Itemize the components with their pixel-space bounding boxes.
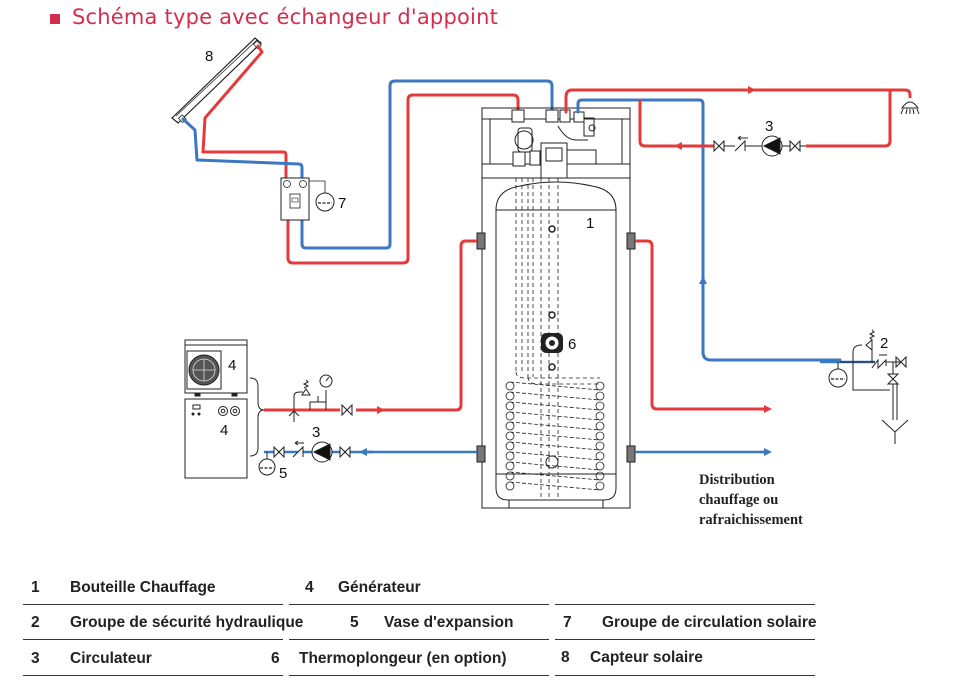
- legend-num: 1: [31, 579, 40, 596]
- page-title: Schéma type avec échangeur d'appoint: [50, 2, 498, 32]
- generator-unit: [184, 398, 248, 479]
- legend-num: 4: [305, 579, 314, 596]
- legend-num: 5: [350, 614, 359, 631]
- distribution-note-line: Distribution: [699, 472, 775, 488]
- hydraulic-safety-group: [820, 329, 909, 444]
- shower-head-icon: [900, 101, 920, 115]
- hydraulic-module: [481, 107, 631, 180]
- legend-label: Vase d'expansion: [384, 614, 514, 631]
- legend-label: Bouteille Chauffage: [70, 579, 216, 596]
- tank-side-pipes: [356, 239, 765, 454]
- legend-label: Générateur: [338, 579, 421, 596]
- legend-label: Thermoplongeur (en option): [299, 650, 507, 667]
- label-safety-group: 2: [880, 335, 888, 352]
- distribution-note-line: chauffage ou: [699, 492, 779, 508]
- heat-pump-unit: [184, 339, 248, 397]
- solar-collector: [171, 37, 262, 124]
- generator-return-line: [258, 440, 356, 476]
- title-bullet-icon: [50, 13, 60, 24]
- label-generator: 4: [220, 422, 228, 439]
- legend-num: 8: [561, 649, 570, 666]
- legend-label: Capteur solaire: [590, 649, 703, 666]
- solar-circulation-group: [280, 177, 335, 221]
- module-pipe-stubs: [564, 88, 894, 362]
- label-solar-collector: 8: [205, 48, 213, 65]
- dhw-circulator-group: [713, 135, 806, 157]
- distribution-note: Distribution chauffage ou rafraichisseme…: [699, 470, 803, 530]
- solar-loop-pipes: [181, 44, 554, 265]
- label-heat-pump: 4: [228, 357, 236, 374]
- legend-num: 3: [31, 650, 40, 667]
- legend-num: 7: [563, 614, 572, 631]
- distribution-note-line: rafraichissement: [699, 512, 803, 528]
- legend-num: 6: [271, 650, 280, 667]
- dhw-loop: [638, 88, 912, 148]
- title-text: Schéma type avec échangeur d'appoint: [72, 5, 499, 29]
- label-tank: 1: [586, 215, 594, 232]
- brace: [249, 377, 265, 457]
- generator-supply-line: [264, 374, 353, 422]
- label-solar-group: 7: [338, 195, 346, 212]
- legend-label: Groupe de circulation solaire: [602, 614, 817, 631]
- legend-label: Circulateur: [70, 650, 152, 667]
- legend-num: 2: [31, 614, 40, 631]
- label-heating-circulator: 3: [312, 424, 320, 441]
- legend-label: Groupe de sécurité hydraulique: [70, 614, 304, 631]
- immersion-heater: [541, 333, 563, 353]
- label-expansion-vessel: 5: [279, 465, 287, 482]
- label-dhw-circulator: 3: [765, 118, 773, 135]
- label-immersion-heater: 6: [568, 336, 576, 353]
